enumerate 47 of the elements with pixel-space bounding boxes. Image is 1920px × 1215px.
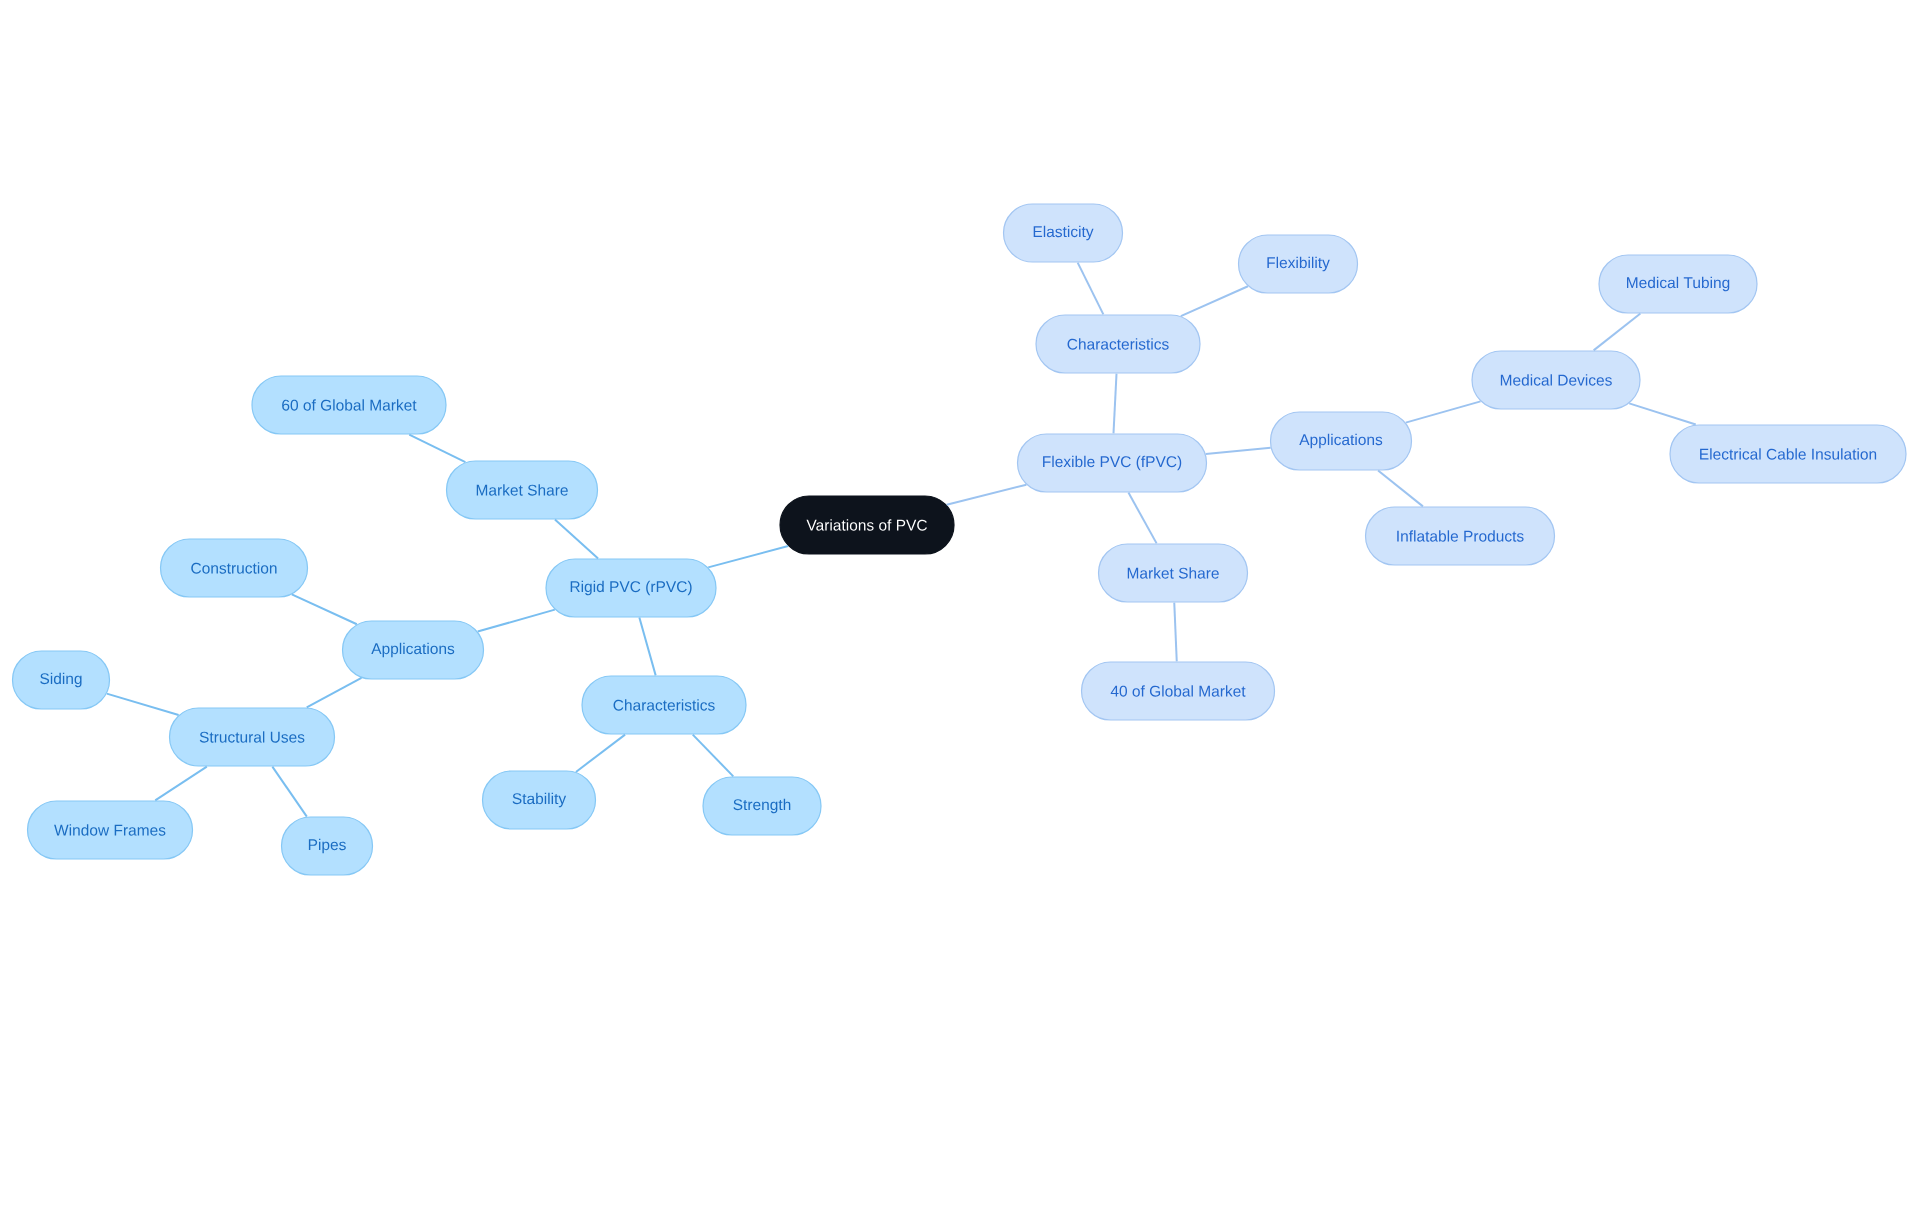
connector-line bbox=[1404, 400, 1482, 424]
branch-node: Flexibility bbox=[1237, 234, 1359, 294]
connector-line bbox=[271, 765, 308, 818]
connector-line bbox=[408, 433, 467, 464]
connector-line bbox=[1173, 601, 1178, 663]
branch-node: Stability bbox=[481, 770, 597, 830]
connector-line bbox=[290, 593, 358, 626]
branch-node: Characteristics bbox=[581, 675, 747, 735]
branch-node: Market Share bbox=[445, 460, 599, 520]
connector-line bbox=[154, 765, 208, 802]
branch-node: Pipes bbox=[280, 816, 374, 876]
connector-line bbox=[1592, 312, 1642, 352]
connector-line bbox=[553, 518, 600, 560]
branch-node: Electrical Cable Insulation bbox=[1669, 424, 1907, 484]
branch-node: Window Frames bbox=[26, 800, 194, 860]
connector-line bbox=[1204, 446, 1272, 455]
branch-node: Strength bbox=[702, 776, 822, 836]
connector-line bbox=[305, 676, 363, 709]
branch-node: Structural Uses bbox=[168, 707, 336, 767]
connector-line bbox=[707, 545, 790, 569]
branch-node: 40 of Global Market bbox=[1080, 661, 1276, 721]
branch-node: Elasticity bbox=[1002, 203, 1124, 263]
connector-line bbox=[1179, 285, 1249, 318]
connector-line bbox=[574, 733, 627, 773]
connector-line bbox=[945, 483, 1028, 506]
branch-node: Flexible PVC (fPVC) bbox=[1016, 433, 1208, 493]
branch-node: Siding bbox=[11, 650, 111, 710]
connector-line bbox=[1628, 402, 1697, 426]
branch-node: Rigid PVC (rPVC) bbox=[545, 558, 717, 618]
branch-node: Medical Tubing bbox=[1598, 254, 1758, 314]
branch-node: Characteristics bbox=[1035, 314, 1201, 374]
connector-line bbox=[1112, 372, 1118, 435]
connector-line bbox=[1127, 491, 1158, 545]
central-node: Variations of PVC bbox=[779, 495, 955, 555]
connector-line bbox=[638, 616, 657, 677]
branch-node: Market Share bbox=[1097, 543, 1249, 603]
connector-line bbox=[1377, 469, 1424, 508]
connector-line bbox=[691, 733, 735, 778]
branch-node: Applications bbox=[341, 620, 485, 680]
connector-line bbox=[1076, 261, 1105, 316]
branch-node: Medical Devices bbox=[1471, 350, 1641, 410]
connector-line bbox=[105, 692, 180, 717]
branch-node: Construction bbox=[159, 538, 309, 598]
branch-node: Inflatable Products bbox=[1364, 506, 1556, 566]
branch-node: Applications bbox=[1269, 411, 1413, 471]
connector-line bbox=[476, 608, 556, 633]
branch-node: 60 of Global Market bbox=[251, 375, 447, 435]
